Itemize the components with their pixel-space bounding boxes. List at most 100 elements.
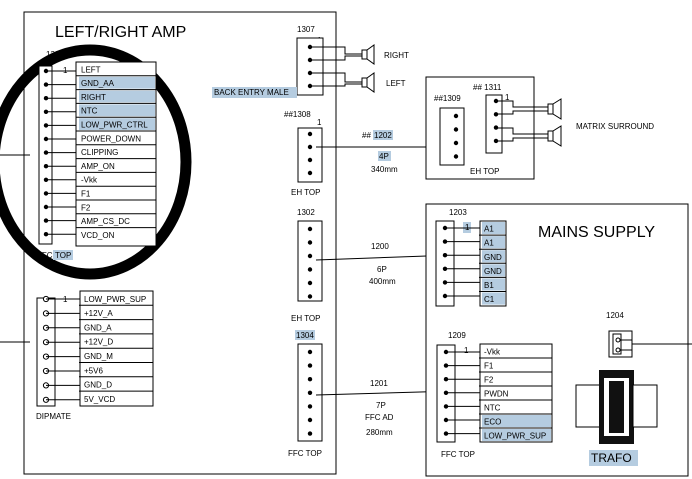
pin-label: GND_AA bbox=[81, 79, 115, 88]
conn-1308-pin1: 1 bbox=[317, 118, 322, 127]
trafo-icon bbox=[575, 370, 658, 444]
pin-label: C1 bbox=[484, 295, 495, 304]
trafo-label-highlight bbox=[589, 450, 638, 466]
wire-surround-1 bbox=[496, 100, 548, 108]
conn-1311-body bbox=[485, 94, 503, 154]
conn-1302-ref: 1302 bbox=[297, 208, 315, 217]
pin-label-highlight bbox=[482, 429, 551, 441]
pin-label: A1 bbox=[484, 239, 494, 248]
conn-1306-footer-b: TOP bbox=[55, 251, 71, 260]
trafo-label: TRAFO bbox=[591, 451, 632, 465]
dipmate-labels: LOW_PWR_SUP+12V_AGND_A+12V_DGND_M+5V6GND… bbox=[79, 295, 153, 404]
pin-label: LOW_PWR_SUP bbox=[484, 432, 546, 441]
speaker-left-icon bbox=[361, 72, 375, 93]
left-right-amp-title: LEFT/RIGHT AMP bbox=[55, 24, 186, 41]
cable-1202-ref-highlight bbox=[373, 130, 393, 140]
wire-1204-a bbox=[620, 339, 692, 345]
cable-1201-type: FFC AD bbox=[365, 413, 394, 422]
cable-1201-ref: 1201 bbox=[370, 379, 388, 388]
conn-1306-footer-highlight bbox=[53, 250, 73, 260]
conn-1204-pin-2 bbox=[615, 347, 621, 353]
pin-label-highlight bbox=[482, 250, 505, 263]
pin-label: F2 bbox=[484, 376, 494, 385]
pin bbox=[307, 226, 313, 232]
wire-left-a bbox=[310, 72, 362, 83]
pin-label-highlight bbox=[79, 76, 155, 89]
conn-1308-ref: ##1308 bbox=[284, 110, 311, 119]
speaker-left-label: LEFT bbox=[386, 79, 406, 88]
pin bbox=[307, 363, 313, 368]
cable-1202-pins-highlight bbox=[378, 151, 391, 161]
pin-label: A1 bbox=[484, 225, 494, 234]
wire-right-a bbox=[310, 46, 362, 55]
pin-label: NTC bbox=[81, 107, 98, 116]
conn-1307-label-highlight bbox=[212, 87, 297, 98]
conn-1304-ref: 1304 bbox=[296, 331, 314, 340]
pin-label-highlight bbox=[79, 104, 155, 117]
pin bbox=[453, 140, 459, 146]
cable-1202-ref-prefix: ## bbox=[362, 131, 371, 140]
pin-label: -Vkk bbox=[81, 176, 98, 185]
pin bbox=[307, 131, 313, 137]
conn-1308-footer: EH TOP bbox=[291, 188, 321, 197]
mains-supply-title: MAINS SUPPLY bbox=[538, 224, 655, 241]
pin-label: GND bbox=[484, 267, 502, 276]
pin-label: PWDN bbox=[484, 390, 509, 399]
pin-label: POWER_DOWN bbox=[81, 134, 141, 143]
conn-1308-pins bbox=[307, 131, 313, 176]
pin-label: +5V6 bbox=[84, 366, 103, 375]
pin-label: +12V_A bbox=[84, 309, 113, 318]
pin-label-highlight bbox=[482, 236, 505, 249]
pin bbox=[307, 417, 313, 423]
wire-surround-4 bbox=[496, 137, 548, 142]
pin-label: F1 bbox=[81, 190, 91, 199]
pin-label-highlight bbox=[79, 90, 155, 103]
speaker-surround-2-icon bbox=[547, 125, 562, 147]
conn-1203-pins bbox=[442, 225, 480, 299]
pin-label: F2 bbox=[81, 203, 91, 212]
conn-1306-ref: 1306 bbox=[46, 50, 64, 59]
conn-1209-pins bbox=[443, 349, 480, 436]
cable-1200-pins: 6P bbox=[377, 265, 387, 274]
conn-1306-body bbox=[38, 65, 53, 245]
surround-footer: EH TOP bbox=[470, 167, 500, 176]
pin-label: AMP_CS_DC bbox=[81, 217, 130, 226]
pin-label: ECO bbox=[484, 418, 501, 427]
pin-label-highlight bbox=[482, 278, 505, 291]
pin-label-highlight bbox=[79, 118, 155, 130]
left-right-amp-board bbox=[23, 11, 337, 475]
wire-left-b bbox=[310, 83, 362, 87]
pin-label: -Vkk bbox=[484, 348, 501, 357]
pin-label: LOW_PWR_CTRL bbox=[81, 121, 148, 130]
pin-label-highlight bbox=[482, 415, 551, 427]
cable-1202-length: 340mm bbox=[371, 165, 398, 174]
conn-1209-footer: FFC TOP bbox=[441, 450, 475, 459]
pin-label: GND bbox=[484, 253, 502, 262]
pin-label: GND_A bbox=[84, 323, 112, 332]
pin-label: AMP_ON bbox=[81, 162, 115, 171]
conn-1306-footer-a: FFC bbox=[37, 251, 53, 260]
conn-1311-pin1: 1 bbox=[505, 93, 510, 102]
pin bbox=[307, 294, 313, 299]
conn-1308-body bbox=[297, 127, 323, 183]
conn-1311-ref: ## 1311 bbox=[473, 83, 502, 92]
pin-label: GND_D bbox=[84, 381, 112, 390]
speaker-surround-1-icon bbox=[547, 98, 562, 120]
conn-1306-labels: LEFTGND_AARIGHTNTCLOW_PWR_CTRLPOWER_DOWN… bbox=[76, 65, 156, 240]
cable-1202-ref: 1202 bbox=[374, 131, 392, 140]
conn-1204-inner bbox=[612, 333, 622, 355]
pin bbox=[307, 253, 313, 259]
conn-1309-pins bbox=[453, 113, 459, 159]
pin bbox=[453, 154, 459, 159]
pin-label: 5V_VCD bbox=[84, 395, 115, 404]
pin bbox=[307, 431, 313, 436]
conn-1306-pins bbox=[43, 68, 76, 237]
conn-1304-footer: FFC TOP bbox=[288, 449, 322, 458]
conn-1309-ref: ##1309 bbox=[434, 94, 461, 103]
pin-label: NTC bbox=[484, 404, 501, 413]
surround-label: MATRIX SURROUND bbox=[576, 122, 654, 131]
pin bbox=[307, 377, 313, 382]
